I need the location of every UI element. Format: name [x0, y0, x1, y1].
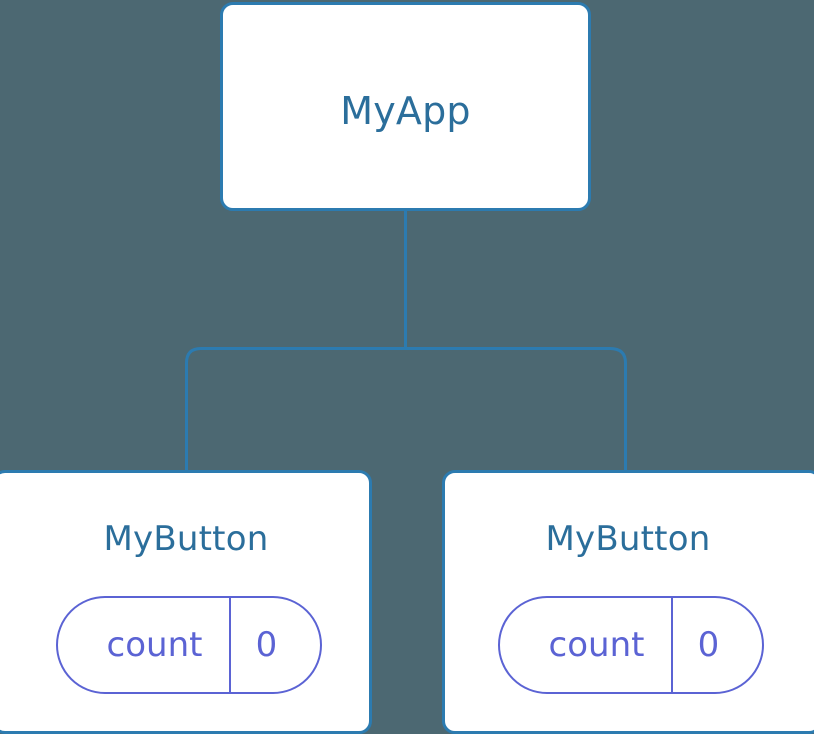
state-pill[interactable]: count 0 — [56, 596, 322, 694]
state-pill[interactable]: count 0 — [498, 596, 764, 694]
tree-node-mybutton-2[interactable]: MyButton count 0 — [442, 470, 814, 734]
tree-node-title: MyButton — [103, 519, 269, 559]
tree-node-mybutton-1[interactable]: MyButton count 0 — [0, 470, 372, 734]
state-pill-key: count — [58, 598, 231, 692]
tree-node-myapp[interactable]: MyApp — [220, 2, 591, 211]
connector-branch-right — [405, 347, 627, 470]
state-pill-key: count — [500, 598, 673, 692]
state-pill-value: 0 — [255, 625, 278, 665]
tree-node-title: MyButton — [545, 519, 711, 559]
tree-node-title: MyApp — [340, 89, 471, 133]
connector-branch-left — [185, 347, 406, 470]
state-pill-value: 0 — [697, 625, 720, 665]
